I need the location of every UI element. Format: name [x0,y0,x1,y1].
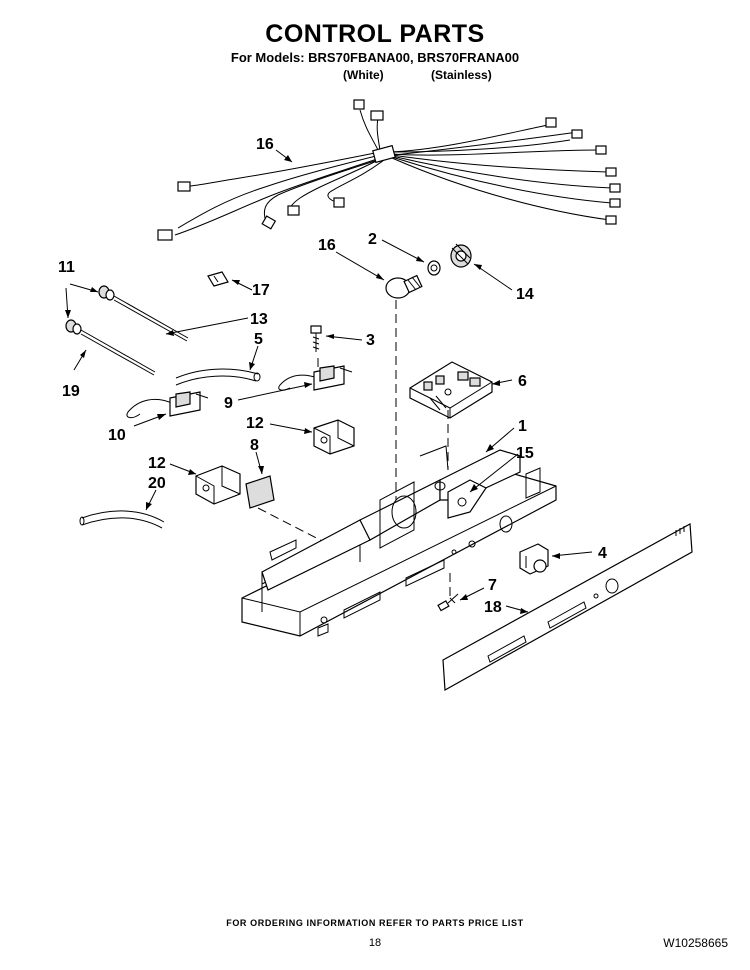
trim-strip-drawing [442,523,693,691]
callout-17: 17 [252,282,270,299]
clip-drawing [207,271,229,287]
document-id: W10258665 [663,936,728,950]
callout-6: 6 [518,373,527,390]
screw-7-drawing [437,593,459,612]
leader-arrowheads [65,155,560,614]
callout-1: 1 [518,418,527,435]
callout-12-upper: 12 [246,415,264,432]
callout-15: 15 [516,445,534,462]
callout-12-lower: 12 [148,455,166,472]
page-number: 18 [368,937,382,949]
callout-11: 11 [58,259,75,276]
bracket-12-lower-drawing [195,465,241,505]
callout-10: 10 [108,427,126,444]
ordering-note: FOR ORDERING INFORMATION REFER TO PARTS … [226,918,524,928]
variant-stainless-label: (Stainless) [431,68,492,82]
callout-2: 2 [368,231,377,248]
page-title: CONTROL PARTS [265,20,485,48]
callout-4: 4 [598,545,607,562]
callout-8: 8 [250,437,259,454]
light-bulb-drawing [385,274,423,299]
callout-13: 13 [250,311,268,328]
callout-20: 20 [148,475,166,492]
switch-9-drawing [278,365,353,391]
bulb-retainer-drawing [427,260,441,276]
light-socket-drawing [450,243,472,268]
callout-9: 9 [224,395,233,412]
models-line: For Models: BRS70FBANA00, BRS70FRANA00 [230,50,520,65]
tube-5-drawing [175,368,261,386]
sensor-13-drawing [98,285,189,342]
wire-harness-drawing [157,99,621,241]
screw-3-drawing [310,325,322,352]
control-board-drawing [409,361,493,419]
callout-18: 18 [484,599,502,616]
tube-20-drawing [79,510,165,529]
control-housing-drawing [241,445,557,637]
callout-5: 5 [254,331,263,348]
sensor-19-drawing [65,319,156,376]
callout-16-bulb: 16 [318,237,336,254]
knob-4-drawing [519,543,549,575]
bracket-12-upper-drawing [313,419,355,455]
callout-14: 14 [516,286,534,303]
switch-10-drawing [126,391,209,419]
callout-7: 7 [488,577,497,594]
callout-16-harness: 16 [256,136,274,153]
variant-white-label: (White) [343,68,384,82]
callout-3: 3 [366,332,375,349]
callout-19: 19 [62,383,80,400]
